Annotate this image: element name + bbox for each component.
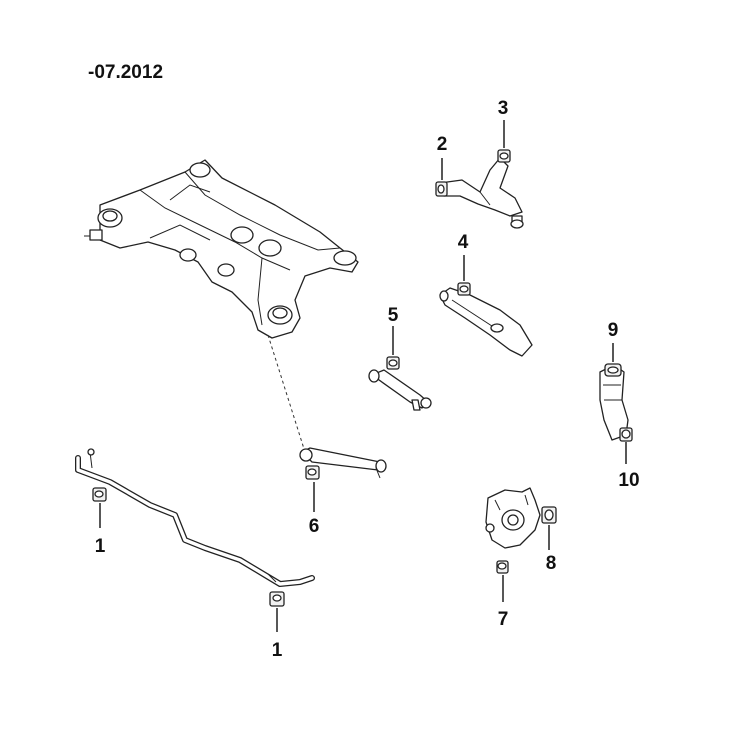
upper-control-arm xyxy=(435,149,524,229)
callout-1-left: 1 xyxy=(94,536,106,557)
callout-9: 9 xyxy=(607,320,619,341)
shock-absorber xyxy=(599,363,633,442)
callout-3: 3 xyxy=(497,98,509,119)
callout-8: 8 xyxy=(545,553,557,574)
leader-lines xyxy=(99,120,627,632)
stabilizer-bar xyxy=(75,448,315,607)
callout-5: 5 xyxy=(387,305,399,326)
toe-link xyxy=(368,356,432,411)
callout-10: 10 xyxy=(618,470,640,491)
callout-4: 4 xyxy=(457,232,469,253)
callout-7: 7 xyxy=(497,609,509,630)
callout-1-right: 1 xyxy=(271,640,283,661)
callout-2: 2 xyxy=(436,134,448,155)
trailing-link xyxy=(299,447,387,480)
page-title: -07.2012 xyxy=(88,62,164,83)
rear-subframe xyxy=(84,159,359,339)
assembly-line xyxy=(267,334,306,453)
wheel-carrier xyxy=(485,487,557,574)
callout-6: 6 xyxy=(308,516,320,537)
lower-control-arm xyxy=(439,282,533,357)
